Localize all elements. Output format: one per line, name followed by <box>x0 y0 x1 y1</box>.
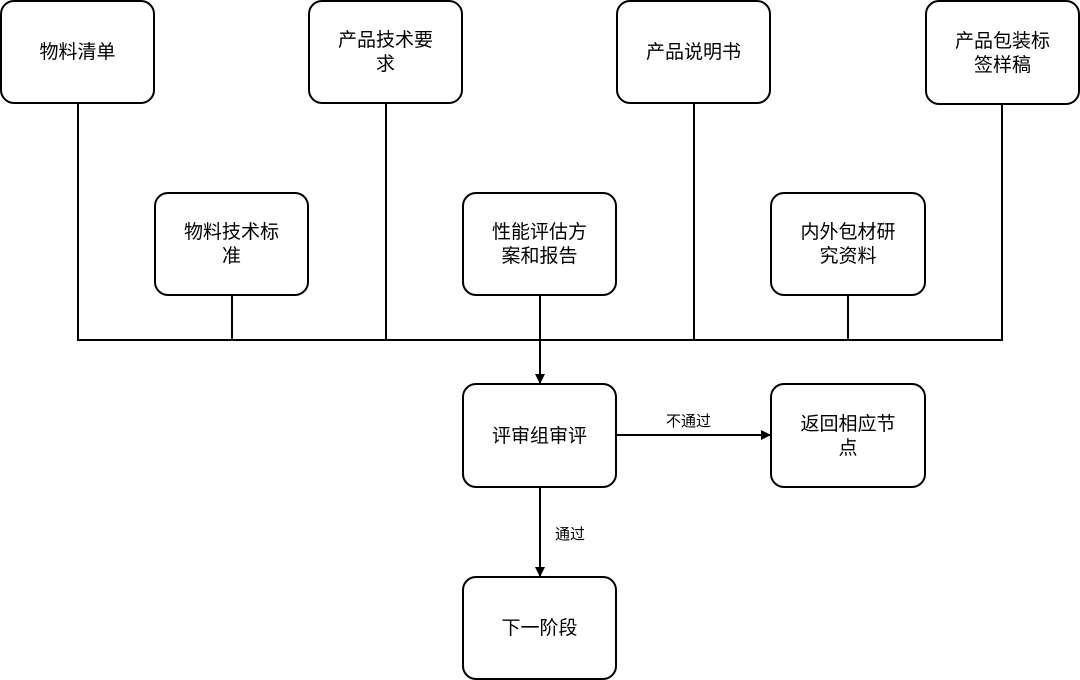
edge-label-pass: 通过 <box>555 525 586 543</box>
node-label-draft: 产品包装标签样稿 <box>925 0 1080 105</box>
node-review: 评审组审评 <box>462 383 617 488</box>
node-return: 返回相应节点 <box>770 383 926 488</box>
node-material-std: 物料技术标准 <box>154 192 309 296</box>
node-product-tech-req: 产品技术要求 <box>308 0 463 104</box>
node-bom: 物料清单 <box>0 0 155 104</box>
node-performance: 性能评估方案和报告 <box>462 192 617 296</box>
edge-label-fail: 不通过 <box>666 412 712 430</box>
node-packaging: 内外包材研究资料 <box>770 192 926 296</box>
node-next: 下一阶段 <box>462 576 617 680</box>
node-manual: 产品说明书 <box>616 0 771 104</box>
